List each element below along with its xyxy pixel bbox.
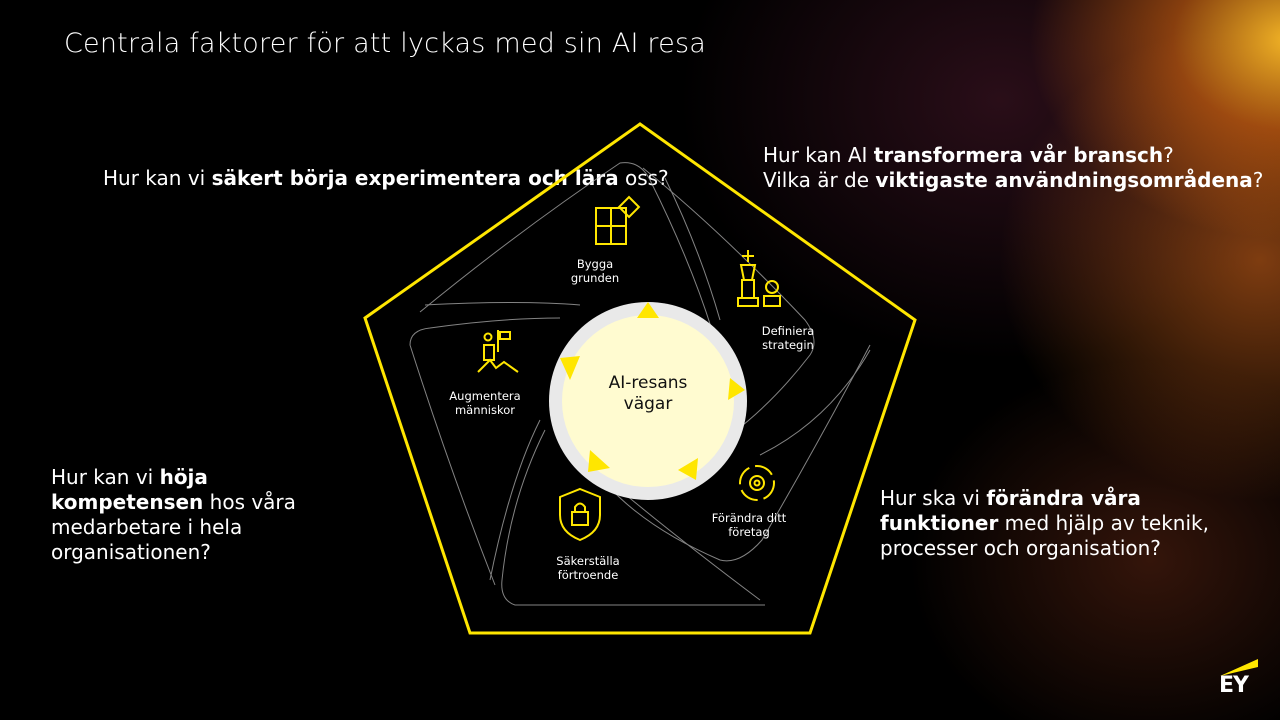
arrow-up-icon <box>637 302 659 318</box>
segment-label: företag <box>728 525 770 539</box>
center-circle <box>562 315 734 487</box>
segment-label: Säkerställa <box>556 554 620 568</box>
arrow-down-right-icon <box>588 450 610 472</box>
segment-label: Bygga <box>576 257 614 271</box>
text: Vilka är de <box>763 168 876 192</box>
cycle-arrows <box>560 302 745 480</box>
segment-label: strategin <box>762 338 814 352</box>
segment-label: människor <box>454 403 516 417</box>
chess-icon <box>737 250 781 307</box>
question-functions: Hur ska vi förändra våra funktioner med … <box>880 486 1230 561</box>
emphasis: förändra våra funktioner <box>880 486 1141 535</box>
question-competence: Hur kan vi höja kompetensen hos våra med… <box>51 465 311 565</box>
text: oss? <box>618 166 669 190</box>
question-transform: Hur kan AI transformera vår bransch? Vilk… <box>763 143 1263 193</box>
swirl-lines <box>409 162 871 606</box>
slide-title: Centrala faktorer för att lyckas med sin… <box>64 28 706 59</box>
text: Hur kan vi <box>51 465 160 489</box>
center-label-line1: AI-resans <box>608 373 688 393</box>
center-label: AI-resans vägar <box>609 373 688 415</box>
shield-lock-icon <box>559 487 601 542</box>
gear-cycle-icon <box>739 465 775 501</box>
emphasis: viktigaste användningsområdena <box>875 168 1253 192</box>
arrow-left-up-icon <box>560 356 580 380</box>
segment-label: Förändra ditt <box>711 511 787 525</box>
text: hos våra medarbetare i hela organisation… <box>51 490 296 564</box>
segment-label: grunden <box>570 271 620 285</box>
text: Hur kan vi <box>103 166 212 190</box>
text: med hjälp av teknik, processer och organ… <box>880 511 1209 560</box>
text: ? <box>1252 168 1264 192</box>
center-label-line2: vägar <box>623 394 673 414</box>
ey-logo: EY <box>1218 656 1258 702</box>
pentagon-outline <box>363 122 917 635</box>
text: Hur ska vi <box>880 486 987 510</box>
ey-logo-text: EY <box>1219 673 1249 698</box>
arrow-down-left-icon <box>678 458 698 480</box>
segment-label: förtroende <box>557 568 619 582</box>
puzzle-icon <box>595 195 641 245</box>
ey-beam-icon <box>1220 659 1258 676</box>
text: ? <box>1163 143 1174 167</box>
emphasis: höja kompetensen <box>51 465 208 514</box>
emphasis: transformera vår bransch <box>873 143 1164 167</box>
arrow-right-icon <box>728 378 745 400</box>
person-flag-icon <box>477 330 519 373</box>
segment-label: Definiera <box>761 324 815 338</box>
text: Hur kan AI <box>763 143 874 167</box>
segment-label: Augmentera <box>449 389 521 403</box>
